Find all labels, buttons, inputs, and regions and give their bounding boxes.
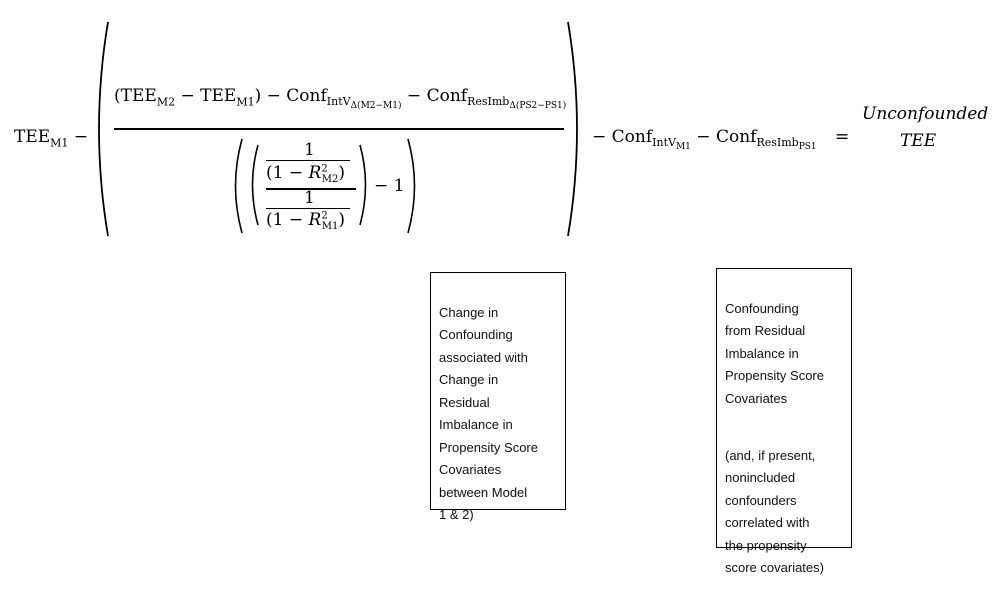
nested-main-bar	[266, 188, 356, 190]
denom-outer-left-paren	[234, 138, 243, 234]
equals-sign: =	[835, 127, 850, 147]
rhs-tee: TEE	[900, 131, 937, 151]
note-residual-main: Confounding from Residual Imbalance in P…	[725, 300, 824, 406]
nested-top-bar	[266, 160, 350, 162]
main-fraction-bar	[114, 128, 564, 130]
tee-m1-left: TEEM1 −	[14, 127, 89, 150]
nested-bottom-one: 1	[304, 188, 315, 208]
nested-bottom-bar	[266, 208, 350, 210]
denominator-minus-one: − 1	[374, 176, 405, 196]
note-change-in-confounding: Change in Confounding associated with Ch…	[430, 272, 566, 522]
nested-bottom-denom: (1 − R2M1)	[266, 210, 345, 233]
outer-right-paren	[567, 21, 578, 237]
nested-top-denom: (1 − R2M2)	[266, 163, 345, 186]
rhs-unconfounded: Unconfounded	[862, 104, 989, 124]
denom-outer-right-paren	[407, 138, 416, 234]
denom-inner-right-paren	[359, 144, 367, 226]
outer-left-paren	[98, 21, 109, 237]
numerator: (TEEM2 − TEEM1) − ConfIntVΔ(M2−M1) − Con…	[114, 86, 567, 112]
denom-inner-left-paren	[251, 144, 259, 226]
right-terms: − ConfIntVM1 − ConfResImbPS1	[592, 127, 817, 153]
note-residual-extra: (and, if present, nonincluded confounder…	[725, 447, 824, 576]
note-residual-imbalance: Confounding from Residual Imbalance in P…	[716, 268, 852, 575]
nested-top-one: 1	[304, 140, 315, 160]
